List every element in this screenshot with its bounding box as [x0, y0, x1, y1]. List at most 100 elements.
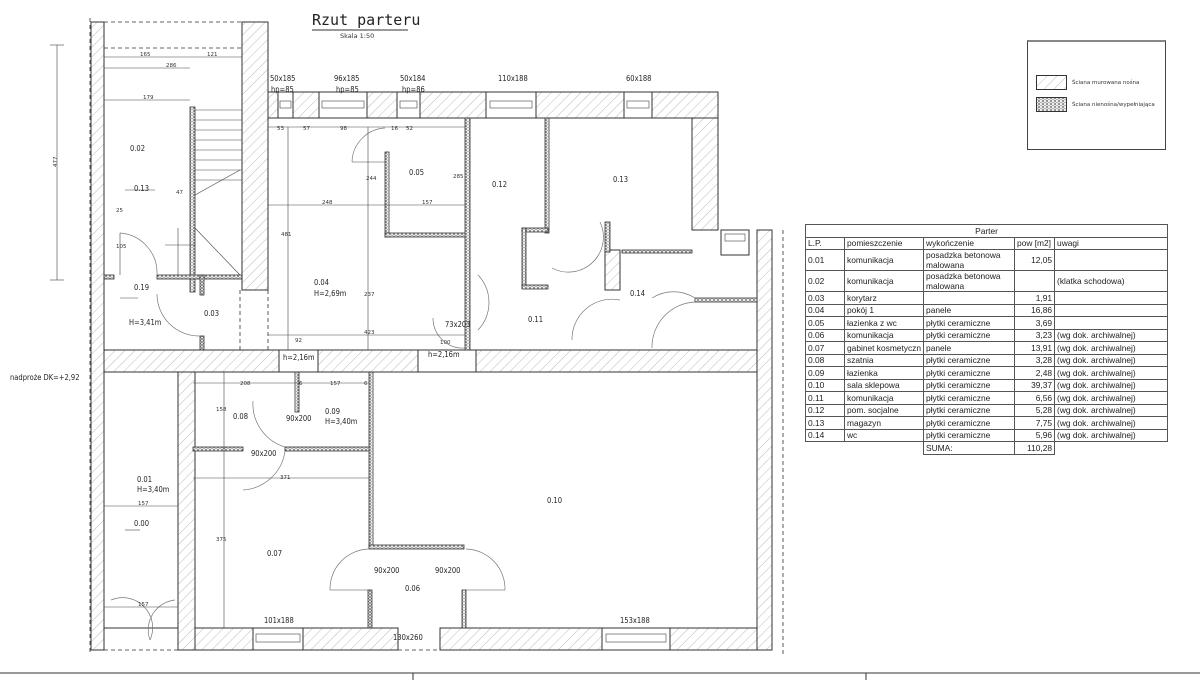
room-cell: wc — [843, 428, 925, 442]
dim-text: 100 — [440, 340, 451, 346]
sum-value: 110,28 — [1014, 441, 1056, 455]
door-label: 90x200 — [374, 566, 399, 575]
header-cell: pomieszczenie — [843, 236, 925, 250]
dim-text: 98 — [340, 126, 347, 132]
hatch-swatch-icon — [1036, 75, 1067, 90]
window-label: 60x188 — [626, 74, 651, 83]
sum-row: SUMA: 110,28 — [806, 441, 1168, 455]
area-cell: 1,91 — [1014, 291, 1056, 305]
level-mark: 0.00 — [134, 519, 149, 528]
finish-cell: płytki ceramiczne — [923, 316, 1016, 330]
area-cell: 5,96 — [1014, 428, 1056, 442]
room-label: 0.05 — [409, 168, 424, 177]
dim-text: 208 — [240, 381, 251, 387]
room-cell: łazienka z wc — [843, 316, 925, 330]
dim-text: 481 — [281, 232, 292, 238]
room-label: 0.02 — [130, 144, 145, 153]
notes-cell — [1054, 291, 1169, 305]
room-label: 0.08 — [233, 412, 248, 421]
window-label: 153x188 — [620, 616, 650, 625]
window-label: hp=86 — [402, 85, 425, 94]
dim-text: 57 — [303, 126, 310, 132]
window-label: 96x185 — [334, 74, 359, 83]
area-cell: 12,05 — [1014, 249, 1056, 271]
room-cell: sala sklepowa — [843, 378, 925, 392]
dim-text: 92 — [295, 338, 302, 344]
partition-walls — [103, 106, 758, 629]
dim-text: 52 — [406, 126, 413, 132]
level-mark: 0.13 — [134, 184, 149, 193]
notes-cell: (wg dok. archiwalnej) — [1054, 341, 1169, 355]
legend-item-partition: Ściana nienośna/wypełniająca — [1036, 97, 1155, 112]
room-label: 0.06 — [405, 584, 420, 593]
dimension-labels: 165 121 286 179 47 25 105 53 57 98 16 52… — [116, 52, 464, 608]
room-cell: łazienka — [843, 366, 925, 380]
notes-cell: (wg dok. archiwalnej) — [1054, 353, 1169, 367]
load-bearing-walls — [90, 21, 773, 651]
notes-cell — [1054, 249, 1169, 271]
room-cell: korytarz — [843, 291, 925, 305]
room-label: 0.07 — [267, 549, 282, 558]
dim-text: 244 — [366, 176, 377, 182]
finish-cell: płytki ceramiczne — [923, 353, 1016, 367]
opening-height: h=2,16m — [428, 350, 460, 359]
room-label: 0.12 — [492, 180, 507, 189]
header-cell: pow [m2] — [1014, 236, 1056, 250]
window-label: hp=85 — [271, 85, 294, 94]
lp-cell: 0.12 — [805, 403, 845, 417]
lp-cell: 0.13 — [805, 416, 845, 430]
room-cell: gabinet kosmetyczn — [843, 341, 925, 355]
lp-cell: 0.06 — [805, 328, 845, 342]
notes-cell: (wg dok. archiwalnej) — [1054, 416, 1169, 430]
finish-cell: panele — [923, 341, 1016, 355]
finish-cell: posadzka betonowa malowana — [923, 270, 1016, 292]
dim-text: 157 — [138, 602, 149, 608]
header-cell: uwagi — [1054, 236, 1169, 250]
finish-cell: posadzka betonowa malowana — [923, 249, 1016, 271]
drawing-title: Rzut parteru Skala 1:50 — [312, 11, 420, 40]
area-cell: 3,28 — [1014, 353, 1056, 367]
window-label: 101x188 — [264, 616, 294, 625]
finish-cell: panele — [923, 303, 1016, 317]
dim-text: 158 — [216, 407, 227, 413]
finish-cell: płytki ceramiczne — [923, 403, 1016, 417]
room-height: H=3,40m — [325, 417, 357, 426]
area-cell: 13,91 — [1014, 341, 1056, 355]
legend-label: Ściana nienośna/wypełniająca — [1072, 101, 1155, 108]
opening-labels: 50x185 hp=85 96x185 hp=85 50x184 hp=86 1… — [251, 74, 651, 642]
dim-text: 157 — [138, 501, 149, 507]
lp-cell: 0.07 — [805, 341, 845, 355]
area-cell: 16,86 — [1014, 303, 1056, 317]
dim-text: 53 — [277, 126, 284, 132]
lp-cell: 0.11 — [805, 391, 845, 405]
dim-text: 423 — [364, 330, 375, 336]
finish-cell: płytki ceramiczne — [923, 328, 1016, 342]
lp-cell: 0.05 — [805, 316, 845, 330]
dim-text: 237 — [364, 292, 375, 298]
door-label: 73x203 — [445, 320, 470, 329]
notes-cell: (wg dok. archiwalnej) — [1054, 378, 1169, 392]
finish-cell: płytki ceramiczne — [923, 391, 1016, 405]
dim-text: 25 — [116, 208, 123, 214]
header-cell: wykończenie — [923, 236, 1016, 250]
finish-cell: płytki ceramiczne — [923, 416, 1016, 430]
lp-cell: 0.02 — [805, 270, 845, 292]
area-cell: 3,69 — [1014, 316, 1056, 330]
room-height: H=3,40m — [137, 485, 169, 494]
door-label: 130x260 — [393, 633, 423, 642]
dim-text: 121 — [207, 52, 218, 58]
lp-cell: 0.09 — [805, 366, 845, 380]
room-cell: komunikacja — [843, 249, 925, 271]
scale-text: Skala 1:50 — [340, 32, 374, 40]
room-label: 0.01 — [137, 475, 152, 484]
area-cell: 5,28 — [1014, 403, 1056, 417]
opening-height: h=2,16m — [283, 353, 315, 362]
notes-cell — [1054, 316, 1169, 330]
